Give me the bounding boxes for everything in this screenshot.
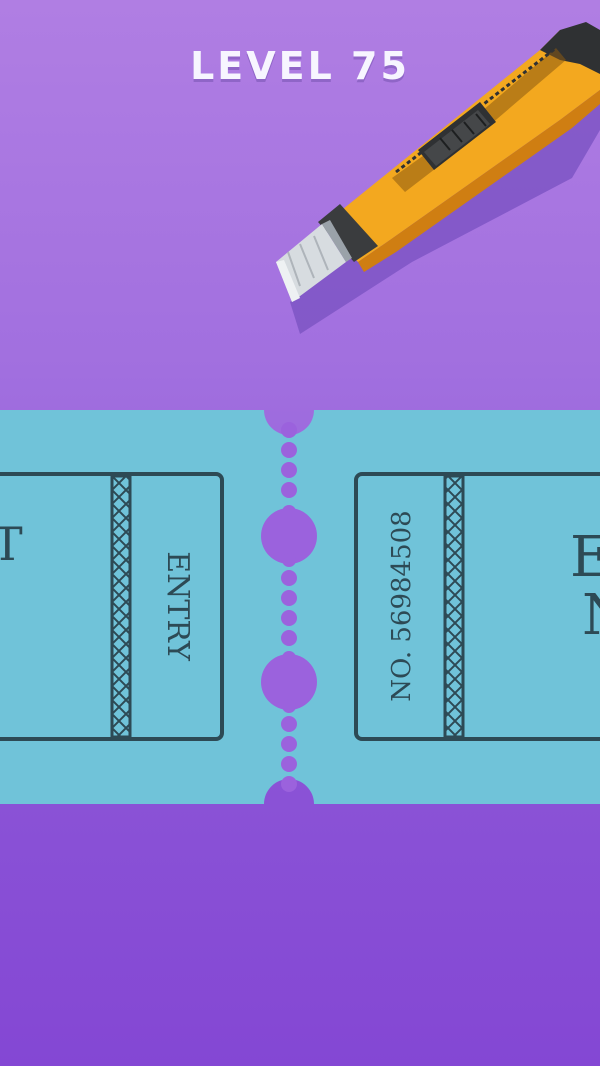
- knife-grip-cap: [540, 22, 600, 74]
- ticket-perforation[interactable]: [261, 422, 317, 792]
- right-edge-fragment-bottom: N: [582, 583, 600, 648]
- ticket-band: [0, 410, 600, 804]
- ticket[interactable]: ENTRY T NO. 56984508 E N: [0, 410, 600, 804]
- right-stub-hatch: [443, 474, 465, 739]
- knife-slider-button[interactable]: [418, 102, 496, 170]
- knife-body-shade: [358, 90, 600, 272]
- left-stub-label: ENTRY: [160, 551, 195, 662]
- serial-number: NO. 56984508: [387, 510, 417, 701]
- left-stub: ENTRY T: [0, 472, 224, 741]
- knife-collar: [318, 204, 378, 262]
- knife-blade: [276, 220, 352, 302]
- level-title: LEVEL 75: [190, 44, 410, 88]
- cutter-knife[interactable]: [276, 22, 600, 334]
- left-edge-fragment: T: [0, 517, 23, 571]
- right-stub: NO. 56984508 E N: [354, 472, 600, 741]
- left-stub-hatch: [110, 474, 132, 739]
- right-edge-fragment-top: E: [570, 525, 600, 590]
